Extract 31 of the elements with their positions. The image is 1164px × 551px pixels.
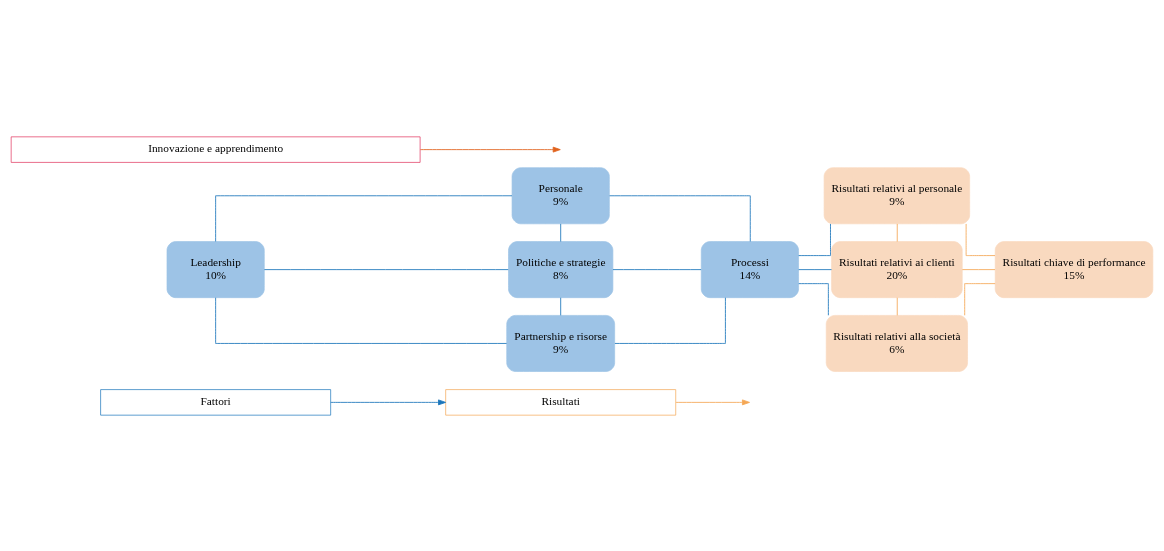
arrow bbox=[675, 398, 750, 405]
node-box: Personale 9% bbox=[511, 166, 610, 224]
connector bbox=[961, 268, 996, 270]
node-box: Risultati relativi alla società 6% bbox=[825, 314, 968, 372]
node-box: Innovazione e apprendimento bbox=[10, 136, 421, 163]
node-box: Politiche e strategie 8% bbox=[508, 240, 614, 298]
connector bbox=[798, 223, 831, 256]
connector bbox=[614, 296, 726, 344]
connector bbox=[798, 282, 829, 316]
connector bbox=[215, 194, 513, 242]
connector bbox=[609, 194, 751, 242]
node-box: Risultati bbox=[445, 388, 677, 415]
node-box: Partnership e risorse 9% bbox=[506, 314, 615, 372]
arrow bbox=[419, 146, 561, 153]
node-box: Processi 14% bbox=[700, 240, 799, 298]
connector bbox=[896, 296, 898, 316]
node-box: Risultati relativi al personale 9% bbox=[823, 166, 970, 224]
connector bbox=[798, 268, 832, 270]
connector bbox=[560, 296, 562, 316]
node-box: Leadership 10% bbox=[166, 240, 265, 298]
connector bbox=[896, 222, 898, 242]
node-box: Fattori bbox=[100, 388, 331, 415]
connector bbox=[965, 223, 996, 256]
node-box: Risultati chiave di performance 15% bbox=[994, 240, 1154, 298]
connector bbox=[612, 268, 702, 270]
arrow bbox=[330, 398, 446, 405]
node-box: Risultati relativi ai clienti 20% bbox=[831, 240, 963, 298]
connector bbox=[964, 282, 996, 316]
connector bbox=[263, 268, 509, 270]
connector bbox=[560, 222, 562, 242]
connector bbox=[215, 296, 508, 344]
